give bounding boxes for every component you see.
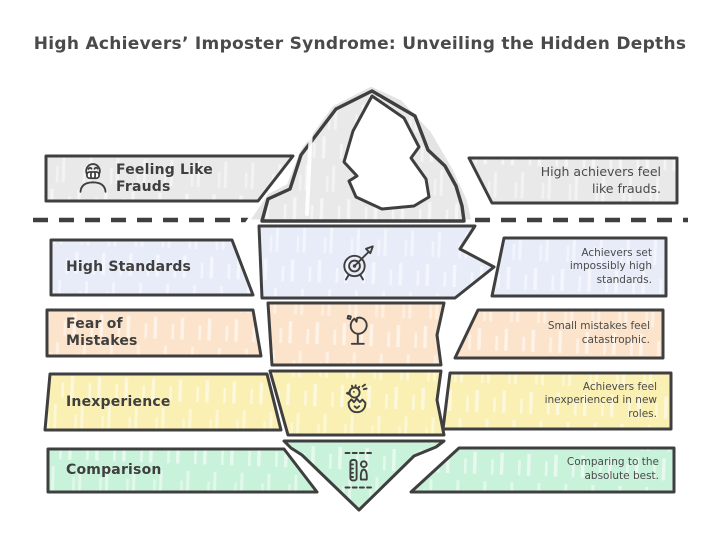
target-arrow-icon [343,245,374,281]
iceberg-section-high-standards [257,224,496,300]
row2-label: High Standards [66,259,192,276]
iceberg-tip [245,83,475,223]
row5-desc: Comparing to the absolute best. [566,456,659,482]
masked-person-icon [79,163,107,193]
row3-desc: Small mistakes feel catastrophic. [547,320,650,346]
measure-comparison-icon [344,452,372,489]
broken-glass-icon [346,314,368,345]
hatching-chick-icon [345,383,368,414]
iceberg-tip-highlight [342,94,431,211]
row3-label: Fear of Mistakes [66,316,138,349]
row1-label: Feeling Like Frauds [116,161,213,195]
row1-desc: High achievers feel like frauds. [540,164,661,196]
row5-label: Comparison [66,462,162,479]
row2-desc: Achievers set impossibly high standards. [569,246,652,286]
row4-desc: Achievers feel inexperienced in new role… [544,380,657,420]
iceberg-crevasse [305,126,313,216]
row4-label: Inexperience [66,393,171,410]
page-title: High Achievers’ Imposter Syndrome: Unvei… [33,34,687,54]
